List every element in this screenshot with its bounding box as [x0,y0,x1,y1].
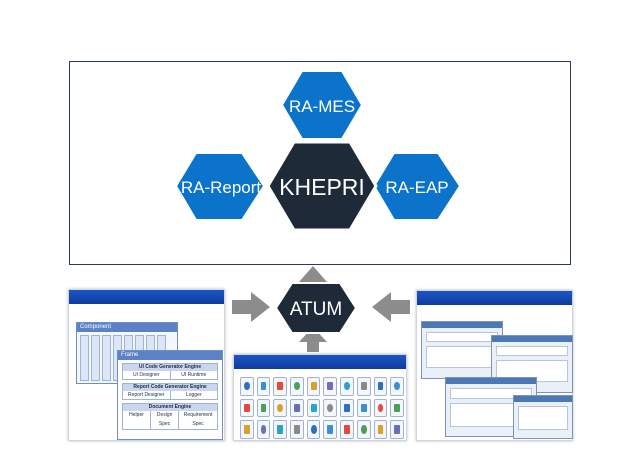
frame-box: Frame UI Code Generator Engine UI Design… [117,350,223,440]
toolbox-icon-glyph [277,425,284,434]
ui-runtime-label: UI Runtime [181,372,207,378]
toolbox-icon[interactable] [356,420,371,439]
report-engine-label: Report Code Generator Engine [123,384,217,391]
toolbox-icon[interactable] [356,377,371,396]
toolbox-icon[interactable] [323,377,338,396]
arrow-from-right [372,292,410,322]
toolbox-icon[interactable] [356,398,371,418]
hex-ra-mes-label: RA-MES [289,97,355,116]
screen-window-1[interactable] [421,321,503,379]
toolbox-icon-glyph [260,382,267,391]
hex-atum[interactable]: ATUM [274,282,358,334]
toolbox-icon-glyph [310,403,317,413]
toolbox-icon-glyph [243,425,250,434]
toolbox-icon-glyph [294,425,300,434]
toolbox-icon[interactable] [290,377,304,396]
toolbox-icon[interactable] [340,420,354,439]
toolbox-icon[interactable] [390,398,404,418]
toolbox-icon-glyph [310,382,317,391]
toolbox-icon-glyph [243,403,250,413]
toolbox-icon[interactable] [290,398,304,418]
toolbox-icon[interactable] [240,377,254,396]
toolbox-icon[interactable] [323,398,338,418]
toolbox-icon-glyph [360,403,367,413]
hex-cluster: RA-MES RA-Report RA-EAP KHEPRI [174,70,462,232]
toolbox-icon[interactable] [340,377,354,396]
toolbox-icon[interactable] [240,398,254,418]
design-spec-label: Design Spec [151,411,180,429]
architecture-panel-header [69,290,224,304]
toolbox-icon-glyph [243,382,250,391]
toolbox-icon[interactable] [273,398,288,418]
hex-ra-report-label: RA-Report [181,178,262,197]
hex-atum-label: ATUM [290,299,342,320]
ui-designer-label: UI Designer [123,371,171,379]
toolbox-icon-glyph [294,403,300,413]
toolbox-icon[interactable] [373,398,388,418]
icon-toolbox-panel [233,354,407,441]
hex-ra-eap-label: RA-EAP [385,178,448,197]
logger-label: Logger [185,392,202,398]
toolbox-icon[interactable] [373,420,388,439]
icon-grid [240,377,404,439]
toolbox-icon[interactable] [323,420,338,439]
toolbox-icon-glyph [327,382,334,391]
hex-ra-eap[interactable]: RA-EAP [372,152,462,221]
toolbox-icon[interactable] [256,377,271,396]
toolbox-icon[interactable] [390,420,404,439]
hex-ra-report[interactable]: RA-Report [174,152,266,221]
runtime-screens-header [417,291,572,305]
icon-toolbox-header [234,355,406,369]
toolbox-icon-glyph [277,382,284,391]
toolbox-icon-glyph [377,403,384,413]
toolbox-icon-glyph [377,425,384,434]
toolbox-icon[interactable] [256,398,271,418]
toolbox-icon-glyph [344,425,350,434]
platform-frame: RA-MES RA-Report RA-EAP KHEPRI [69,61,571,265]
toolbox-icon-glyph [394,382,401,391]
toolbox-icon[interactable] [306,420,321,439]
hex-khepri[interactable]: KHEPRI [266,140,378,232]
toolbox-icon-glyph [360,425,367,434]
toolbox-icon[interactable] [340,398,354,418]
toolbox-icon-glyph [344,382,350,391]
arrow-up-top [299,266,327,293]
toolbox-icon[interactable] [306,398,321,418]
toolbox-icon-glyph [344,403,350,413]
toolbox-icon[interactable] [290,420,304,439]
ui-engine-label: UI Code Generator Engine [123,364,217,371]
toolbox-icon-glyph [277,403,284,413]
toolbox-icon-glyph [260,403,267,413]
toolbox-icon[interactable] [256,420,271,439]
toolbox-icon-glyph [360,382,367,391]
screen-window-4[interactable] [513,395,573,439]
toolbox-icon-glyph [394,403,401,413]
toolbox-icon-glyph [377,382,384,391]
toolbox-icon-glyph [327,403,334,413]
toolbox-icon[interactable] [390,377,404,396]
frame-title: Frame [118,351,222,360]
report-designer-label: Report Designer [123,391,171,399]
toolbox-icon-glyph [327,425,334,434]
helper-label: Helper [123,411,152,429]
toolbox-icon[interactable] [240,420,254,439]
hex-ra-mes[interactable]: RA-MES [280,70,364,140]
runtime-screens-panel [416,290,573,441]
toolbox-icon-glyph [260,425,267,434]
toolbox-icon[interactable] [273,377,288,396]
requirement-spec-label: Requirement Spec [183,412,213,427]
arrow-from-left [232,292,270,322]
toolbox-icon[interactable] [306,377,321,396]
component-title: Component [77,323,177,332]
toolbox-icon-glyph [294,382,300,391]
document-engine-label: Document Engine [123,404,217,411]
toolbox-icon-glyph [394,425,401,434]
toolbox-icon[interactable] [373,377,388,396]
hex-khepri-label: KHEPRI [279,174,365,200]
toolbox-icon[interactable] [273,420,288,439]
toolbox-icon-glyph [310,425,317,434]
architecture-panel: Component Frame UI Code Generator Engine… [68,289,225,441]
arrow-from-bottom [299,327,327,352]
